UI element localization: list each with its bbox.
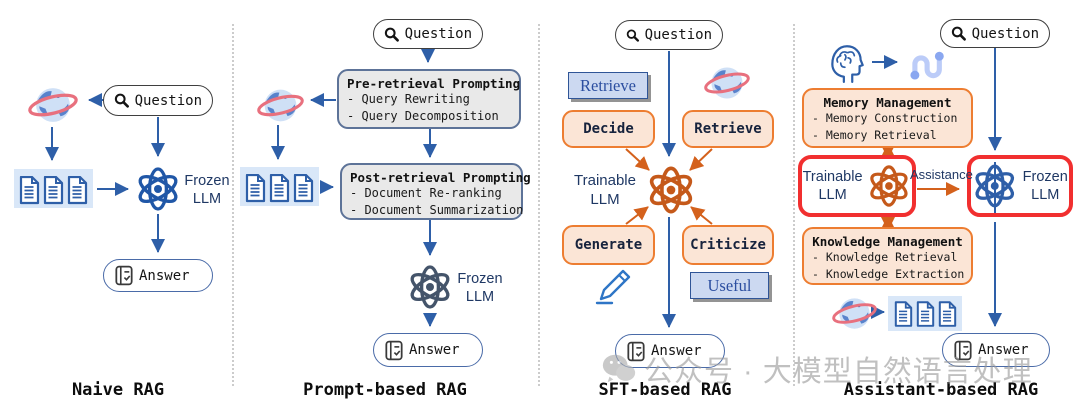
question-label: Question — [134, 92, 202, 109]
panel-divider — [232, 24, 234, 386]
answer-label: Answer — [651, 343, 702, 359]
frozen-llm-atom-icon — [971, 164, 1018, 208]
knowledge-management-item: - Knowledge Extraction — [812, 267, 965, 282]
panel-title-prompt-based-rag: Prompt-based RAG — [303, 380, 467, 400]
answer-node: Answer — [942, 333, 1050, 367]
trainable-llm-frame: Trainable LLM — [798, 155, 916, 217]
criticize-box: Criticize — [682, 225, 774, 265]
watermark-text: 公众号 · 大模型自然语言处理 — [644, 356, 1033, 388]
panel-divider — [793, 24, 795, 386]
memory-management-item: - Memory Construction — [812, 111, 958, 125]
answer-label: Answer — [978, 342, 1029, 358]
question-node: Question — [940, 19, 1050, 48]
frozen-llm-label: Frozen LLM — [1022, 168, 1068, 203]
decide-box: Decide — [562, 110, 655, 148]
knowledge-management-item: - Knowledge Retrieval — [812, 250, 958, 264]
search-icon — [384, 26, 399, 42]
answer-node: Answer — [373, 333, 483, 367]
pre-retrieval-title: Pre-retrieval Prompting — [347, 76, 521, 91]
question-node: Question — [615, 20, 723, 50]
web-globe-icon — [257, 88, 304, 123]
question-node: Question — [373, 19, 483, 49]
answer-node: Answer — [615, 334, 725, 368]
frozen-llm-frame: Frozen LLM — [967, 155, 1073, 217]
panel-title-sft-based-rag: SFT-based RAG — [598, 380, 732, 400]
pre-retrieval-item: - Query Rewriting — [347, 92, 470, 106]
pre-retrieval-item: - Query Decomposition — [347, 109, 499, 124]
knowledge-management-title: Knowledge Management — [812, 234, 963, 249]
book-icon — [385, 340, 403, 360]
search-icon — [951, 26, 966, 41]
assistance-label: Assistance — [910, 167, 973, 182]
memory-management-box: Memory Management - Memory Construction … — [802, 88, 973, 148]
question-label: Question — [404, 26, 472, 42]
frozen-llm-atom-icon — [134, 167, 182, 211]
frozen-llm-label: Frozen LLM — [457, 271, 503, 306]
web-globe-icon — [704, 65, 750, 101]
post-retrieval-title: Post-retrieval Prompting — [350, 170, 531, 185]
question-node: Question — [103, 85, 213, 116]
answer-label: Answer — [139, 267, 190, 284]
web-globe-icon — [28, 86, 78, 124]
post-retrieval-prompting-box: Post-retrieval Prompting - Document Re-r… — [340, 163, 531, 220]
knowledge-management-box: Knowledge Management - Knowledge Retriev… — [802, 227, 973, 285]
question-label: Question — [971, 25, 1039, 42]
brain-head-icon — [831, 45, 864, 84]
trainable-llm-atom-icon — [866, 165, 912, 207]
retrieved-documents-icon — [888, 296, 962, 331]
useful-tag: Useful — [690, 272, 769, 299]
pre-retrieval-prompting-box: Pre-retrieval Prompting - Query Rewritin… — [337, 69, 521, 129]
retrieve-tag: Retrieve — [568, 72, 648, 99]
post-retrieval-item: - Document Re-ranking — [350, 186, 502, 200]
book-icon — [115, 265, 133, 286]
answer-node: Answer — [103, 259, 213, 292]
memory-management-title: Memory Management — [823, 95, 952, 110]
web-globe-icon — [832, 296, 877, 331]
watermark: 公众号 · 大模型自然语言处理 — [600, 348, 1033, 390]
trainable-llm-label: Trainable LLM — [574, 172, 636, 208]
wechat-icon — [602, 354, 636, 383]
trainable-llm-atom-icon — [645, 166, 697, 214]
panel-title-assistant-based-rag: Assistant-based RAG — [843, 380, 1039, 400]
search-icon — [626, 28, 640, 42]
pencil-icon — [595, 269, 631, 305]
panel-title-naive-rag: Naive RAG — [71, 380, 165, 400]
question-label: Question — [644, 27, 712, 43]
frozen-llm-label: Frozen LLM — [184, 173, 230, 208]
panel-divider — [538, 24, 540, 386]
retrieved-documents-icon — [240, 167, 319, 206]
answer-label: Answer — [409, 342, 460, 358]
generate-box: Generate — [562, 225, 655, 265]
frozen-llm-atom-icon — [406, 265, 454, 309]
retrieved-documents-icon — [14, 169, 93, 208]
retrieve-box: Retrieve — [682, 110, 774, 148]
trainable-llm-label: Trainable LLM — [802, 168, 863, 203]
route-squiggle-icon — [910, 51, 944, 80]
memory-management-item: - Memory Retrieval — [812, 128, 937, 143]
post-retrieval-item: - Document Summarization — [350, 203, 524, 218]
search-icon — [114, 93, 129, 108]
